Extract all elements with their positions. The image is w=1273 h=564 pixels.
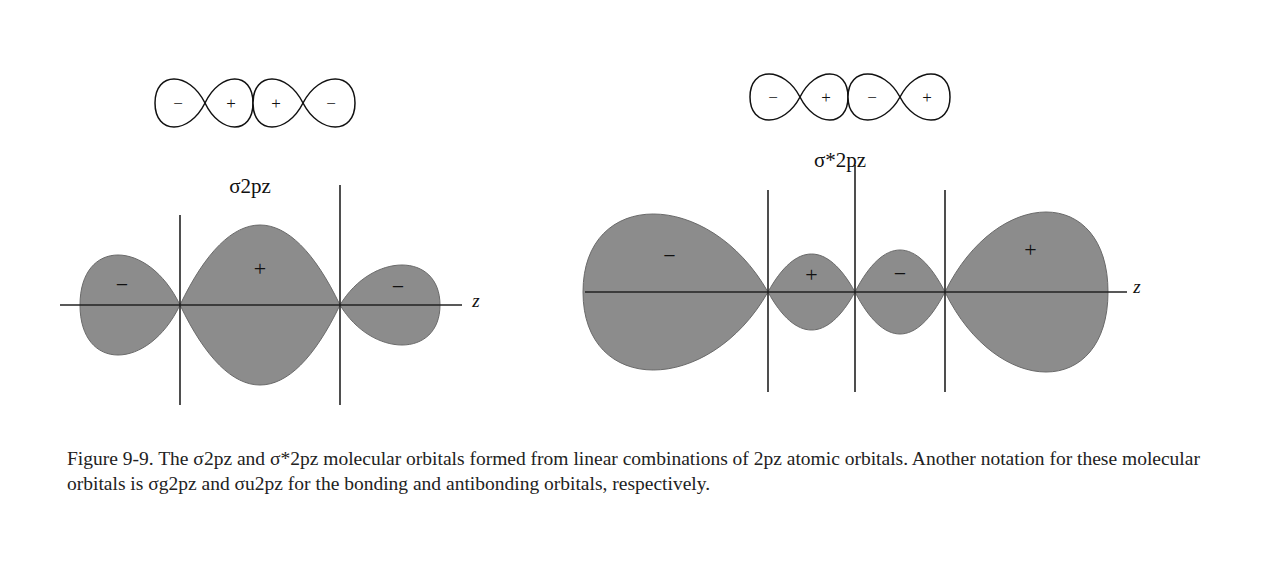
figure-caption: Figure 9-9. The σ2pz and σ*2pz molecular…: [67, 446, 1207, 496]
orbital-lobe: −: [750, 74, 800, 120]
lobe-shape: [945, 212, 1108, 372]
nodal-line: [944, 190, 946, 392]
axis-label: z: [1133, 277, 1140, 296]
phase-sign: +: [821, 89, 831, 106]
phase-sign: +: [805, 264, 817, 286]
axis-label: z: [472, 291, 479, 310]
orbital-lobe: −: [340, 265, 440, 345]
orbital-lobe: +: [900, 74, 950, 120]
lobe-shape: [80, 255, 180, 355]
orbital-lobe: +: [800, 74, 848, 120]
lobe-shape: [253, 79, 303, 127]
lobe-shape: [180, 225, 340, 385]
nodal-line: [767, 190, 769, 392]
orbital-lobe: +: [253, 79, 303, 127]
z-axis: [60, 304, 462, 306]
lobe-shape: [205, 79, 253, 127]
lobe-shape: [768, 254, 855, 330]
orbital-lobe: +: [180, 225, 340, 385]
phase-sign: −: [867, 89, 877, 106]
lobe-shape: [848, 74, 900, 120]
lobe-shape: [855, 250, 945, 334]
lobe-outline: [80, 255, 180, 355]
nodal-line: [854, 165, 856, 392]
phase-sign: −: [116, 274, 128, 296]
phase-sign: +: [254, 258, 266, 280]
phase-sign: −: [392, 276, 404, 298]
phase-sign: −: [173, 95, 183, 112]
orbital-lobe: −: [583, 214, 768, 370]
phase-sign: +: [226, 95, 236, 112]
orbital-name: σ2pz: [229, 176, 271, 197]
phase-sign: −: [768, 89, 778, 106]
lobe-shape: [303, 79, 355, 127]
lobe-shape: [155, 79, 205, 127]
lobe-outline: [340, 265, 440, 345]
lobe-shape: [750, 74, 800, 120]
orbital-name: σ*2pz: [814, 150, 866, 171]
lobe-shape: [583, 214, 768, 370]
nodal-line: [339, 185, 341, 405]
phase-sign: −: [663, 245, 675, 267]
orbital-lobe: −: [303, 79, 355, 127]
phase-sign: −: [894, 263, 906, 285]
z-axis: [585, 291, 1127, 293]
lobe-outline: [180, 225, 340, 385]
lobe-outline: [583, 214, 768, 370]
phase-sign: +: [1024, 239, 1036, 261]
orbital-lobe: −: [80, 255, 180, 355]
orbital-lobe: +: [205, 79, 253, 127]
orbital-lobe: −: [848, 74, 900, 120]
orbital-lobe: −: [155, 79, 205, 127]
nodal-line: [179, 215, 181, 405]
lobe-shape: [800, 74, 848, 120]
phase-sign: −: [326, 95, 336, 112]
lobe-outline: [945, 212, 1108, 372]
orbital-lobe: −: [855, 250, 945, 334]
phase-sign: +: [271, 95, 281, 112]
phase-sign: +: [922, 89, 932, 106]
orbital-lobe: +: [945, 212, 1108, 372]
lobe-shape: [900, 74, 950, 120]
lobe-shape: [340, 265, 440, 345]
orbital-lobe: +: [768, 254, 855, 330]
